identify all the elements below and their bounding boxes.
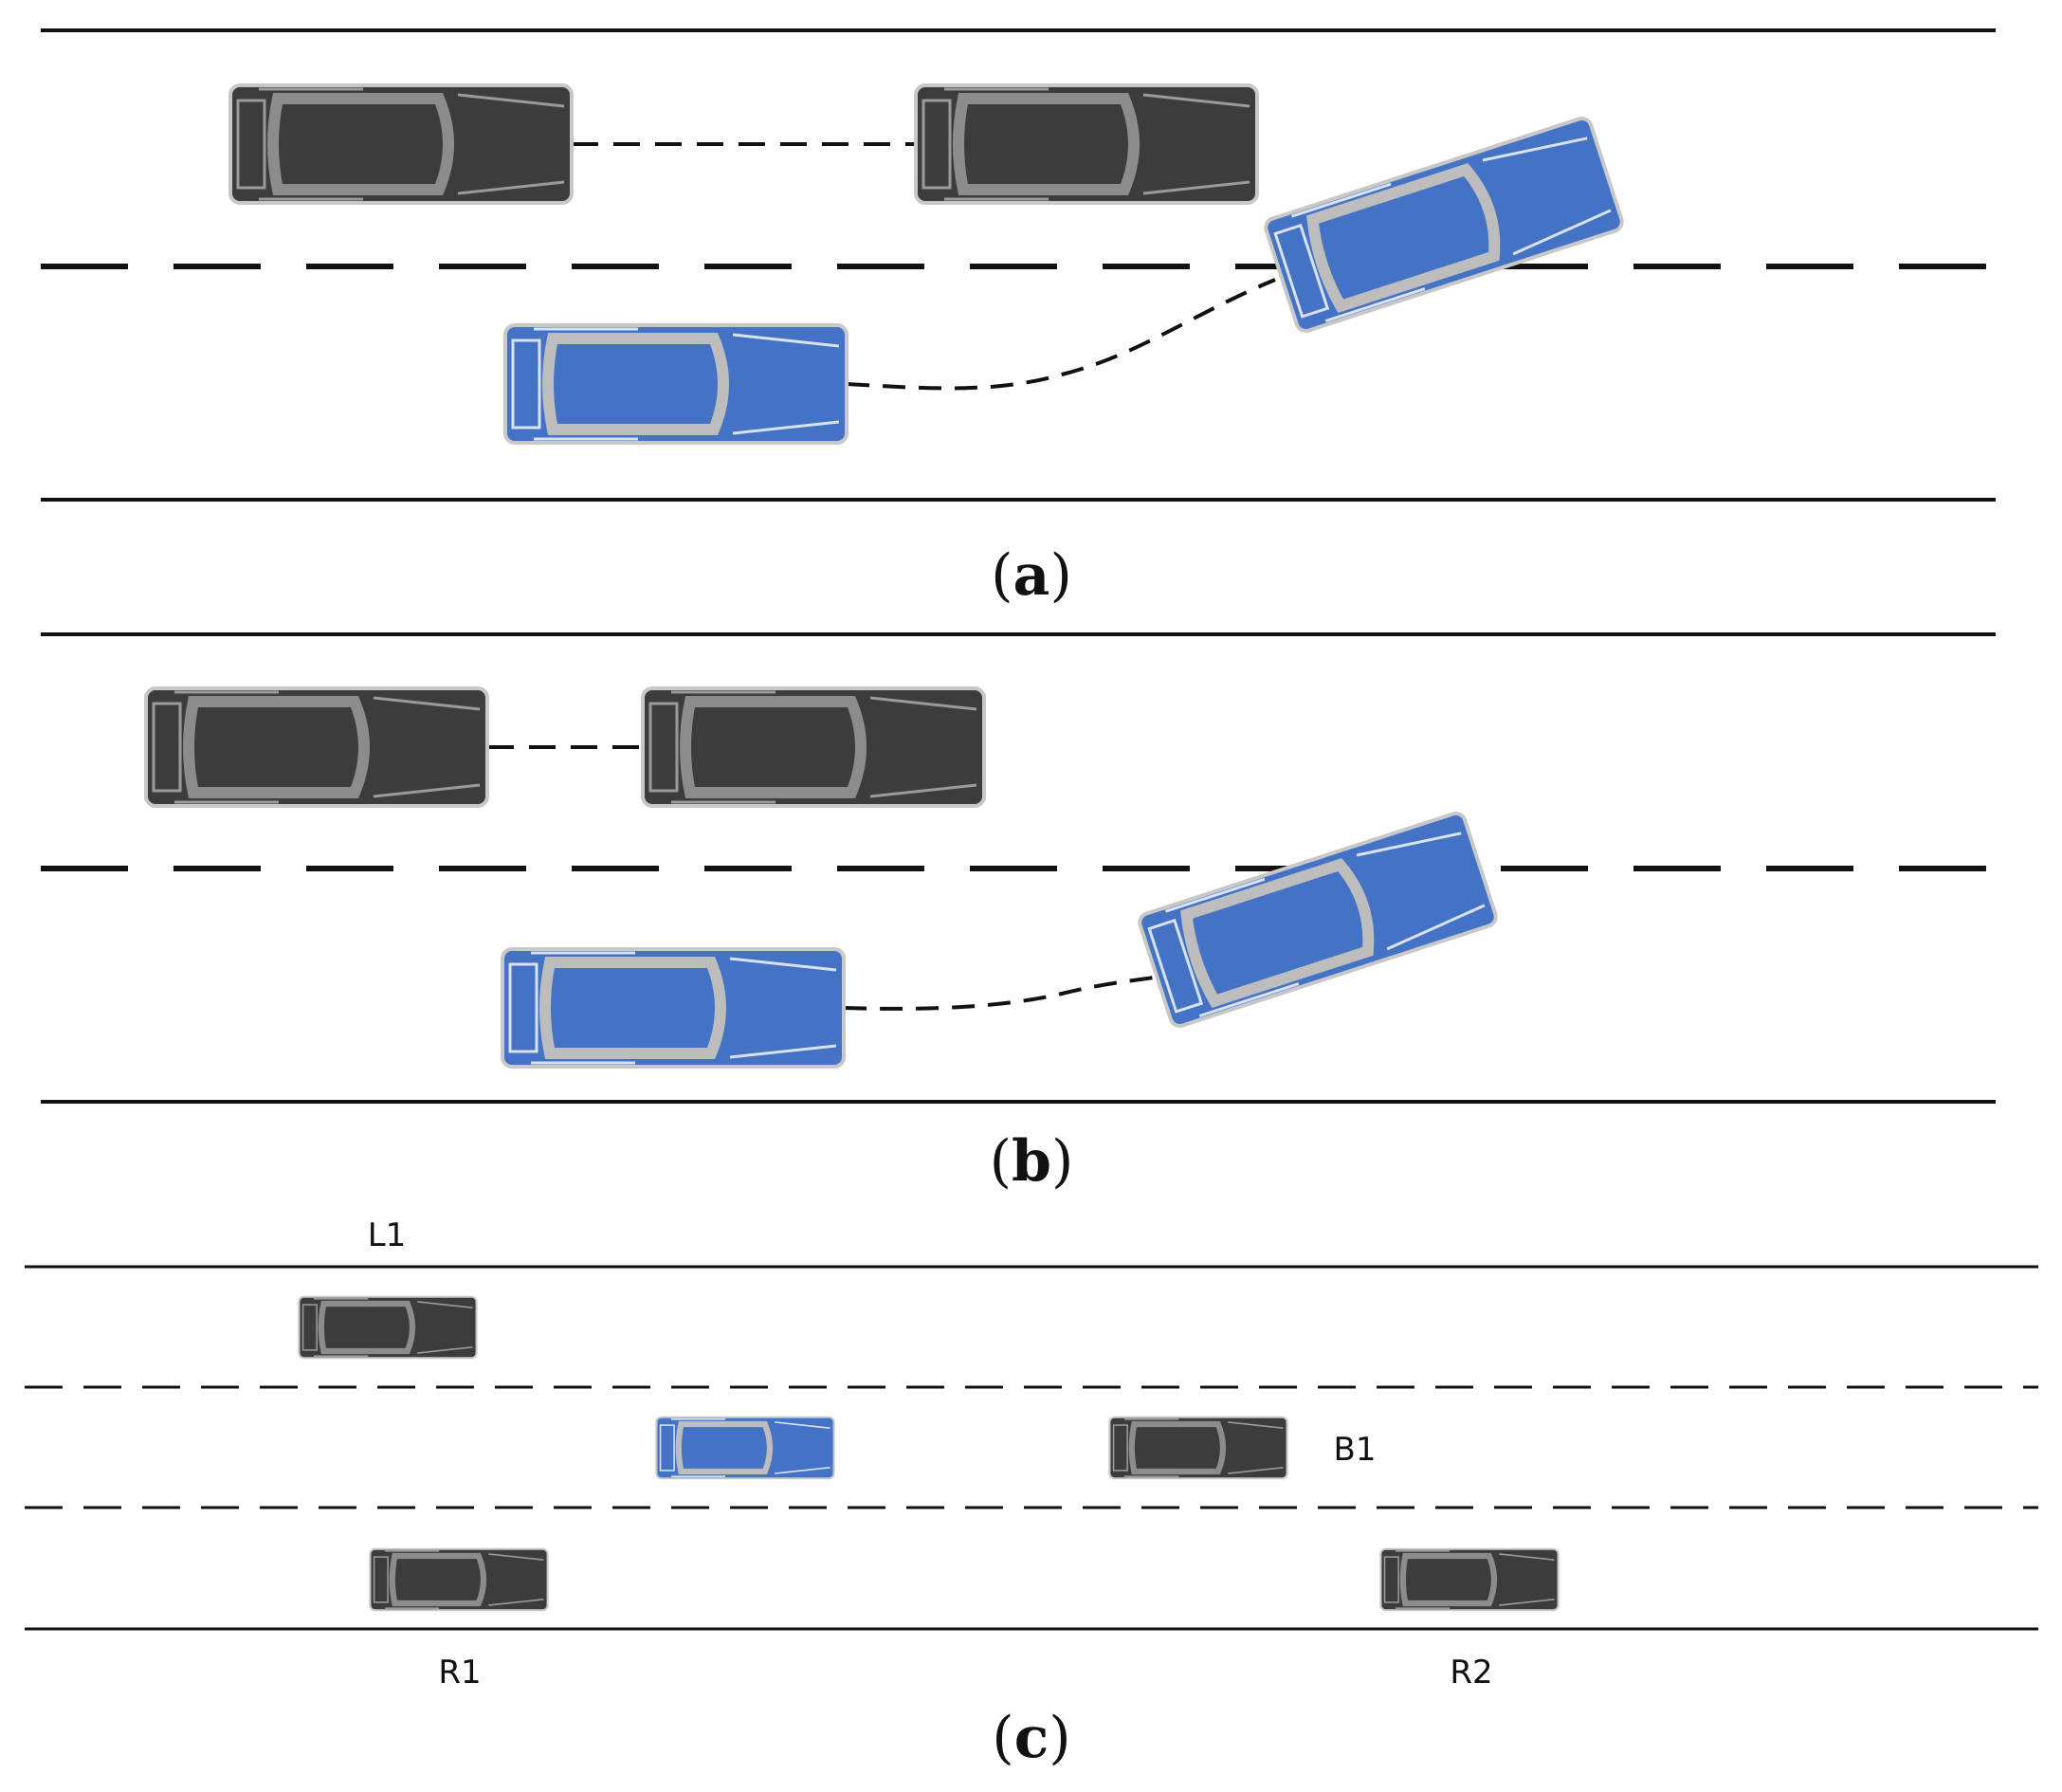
caption-c: (c) [992,1705,1071,1771]
ego-car [503,323,849,445]
panel-c [25,1265,2038,1631]
car-R1 [369,1547,549,1612]
ego-car [1138,812,1498,1028]
panel-a [41,28,1996,502]
car-R2 [1379,1547,1560,1612]
label-R1: R1 [438,1654,482,1691]
caption-c-letter: c [1013,1705,1049,1771]
label-B1: B1 [1333,1431,1377,1469]
car-L1 [298,1295,478,1360]
caption-a-letter: a [1013,542,1050,609]
other-car [144,686,489,808]
other-car [914,83,1259,205]
trajectory [846,278,1276,391]
label-L1: L1 [367,1216,407,1254]
panel-b [41,632,1996,1104]
car-B1 [1108,1416,1288,1480]
label-R2: R2 [1450,1654,1493,1691]
ego-car [655,1416,835,1480]
caption-b: (b) [989,1128,1074,1195]
ego-car [501,947,846,1069]
other-car [228,83,574,205]
caption-b-letter: b [1012,1128,1051,1195]
trajectory [843,975,1162,1011]
other-car [641,686,986,808]
ego-car [1264,117,1624,333]
caption-a: (a) [991,542,1072,609]
